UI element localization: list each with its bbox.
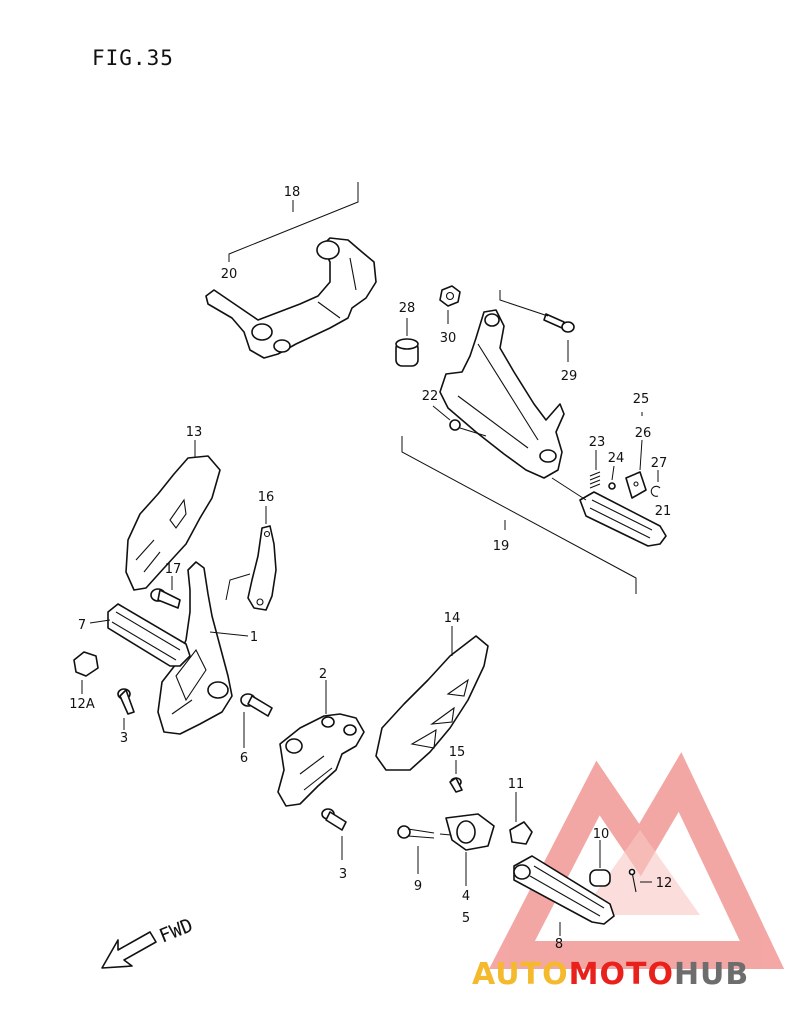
part-1-main-bracket bbox=[157, 561, 249, 735]
callout-20: 20 bbox=[221, 267, 238, 282]
part-3-bolt-lower bbox=[321, 808, 347, 860]
callout-7: 7 bbox=[78, 618, 86, 633]
callout-8: 8 bbox=[555, 937, 563, 952]
callout-9: 9 bbox=[414, 879, 422, 894]
watermark-text-part3: HUB bbox=[674, 957, 749, 992]
callout-3-lower: 3 bbox=[339, 867, 347, 882]
callout-24: 24 bbox=[608, 451, 625, 466]
part-22-pin bbox=[432, 405, 487, 437]
callout-22: 22 bbox=[422, 389, 439, 404]
callout-11: 11 bbox=[508, 777, 525, 792]
part-30-nut bbox=[439, 285, 461, 324]
group-bracket-19 bbox=[401, 436, 637, 594]
callout-25: 25 bbox=[633, 392, 650, 407]
part-8-footpeg bbox=[513, 855, 615, 936]
part-15-bolt bbox=[449, 760, 463, 793]
callout-13: 13 bbox=[186, 425, 203, 440]
callout-23: 23 bbox=[589, 435, 606, 450]
callout-10: 10 bbox=[593, 827, 610, 842]
callout-labels: 18 20 28 30 29 22 25 26 23 24 27 21 19 1… bbox=[69, 185, 672, 952]
watermark-logo bbox=[489, 752, 785, 969]
callout-3-upper: 3 bbox=[120, 731, 128, 746]
part-19-right-bracket bbox=[439, 309, 565, 479]
callout-6: 6 bbox=[240, 751, 248, 766]
callout-26: 26 bbox=[635, 426, 652, 441]
callout-17: 17 bbox=[165, 562, 182, 577]
part-28-spacer bbox=[395, 318, 419, 367]
callout-27: 27 bbox=[651, 456, 668, 471]
callout-5: 5 bbox=[462, 911, 470, 926]
callout-12a: 12A bbox=[69, 697, 95, 712]
fwd-arrow-icon bbox=[101, 931, 157, 969]
part-6-bolt bbox=[240, 693, 273, 748]
part-17-bolt bbox=[150, 576, 181, 609]
part-29-bolt bbox=[499, 290, 575, 362]
part-24-ball bbox=[608, 465, 616, 490]
part-14-heel-guard bbox=[375, 626, 489, 771]
figure-title: FIG.35 bbox=[92, 46, 174, 70]
fwd-label: FWD bbox=[156, 914, 196, 947]
part-16-link-arm bbox=[225, 506, 277, 611]
watermark-text-part1: AUTO bbox=[472, 957, 569, 992]
callout-21: 21 bbox=[655, 504, 672, 519]
part-12a-nut bbox=[73, 651, 99, 694]
part-27-clip bbox=[650, 470, 661, 497]
callout-16: 16 bbox=[258, 490, 275, 505]
callout-28: 28 bbox=[399, 301, 416, 316]
part-13-heel-guard bbox=[125, 440, 221, 591]
part-21-footrest bbox=[551, 477, 667, 547]
group-bracket-18 bbox=[228, 182, 359, 262]
callout-4: 4 bbox=[462, 889, 470, 904]
part-23-spring bbox=[589, 450, 601, 489]
callout-2: 2 bbox=[319, 667, 327, 682]
watermark-text-part2: MOTO bbox=[569, 957, 674, 992]
callout-18: 18 bbox=[284, 185, 301, 200]
watermark-text: AUTOMOTOHUB bbox=[472, 957, 749, 992]
part-20-pillion-bracket bbox=[205, 237, 377, 359]
callout-12: 12 bbox=[656, 876, 673, 891]
part-2-bracket bbox=[277, 680, 365, 807]
part-11-clip bbox=[509, 792, 533, 845]
part-12-cotter-pin bbox=[628, 868, 652, 893]
callout-14: 14 bbox=[444, 611, 461, 626]
part-26-plate bbox=[625, 412, 647, 499]
callout-30: 30 bbox=[440, 331, 457, 346]
part-10-spacer bbox=[589, 840, 611, 887]
callout-29: 29 bbox=[561, 369, 578, 384]
callout-19: 19 bbox=[493, 539, 510, 554]
part-7-footpeg bbox=[89, 603, 191, 667]
part-3-bolt-upper bbox=[117, 688, 135, 730]
callout-1: 1 bbox=[250, 630, 258, 645]
part-4-5-bushing bbox=[445, 813, 495, 886]
callout-15: 15 bbox=[449, 745, 466, 760]
